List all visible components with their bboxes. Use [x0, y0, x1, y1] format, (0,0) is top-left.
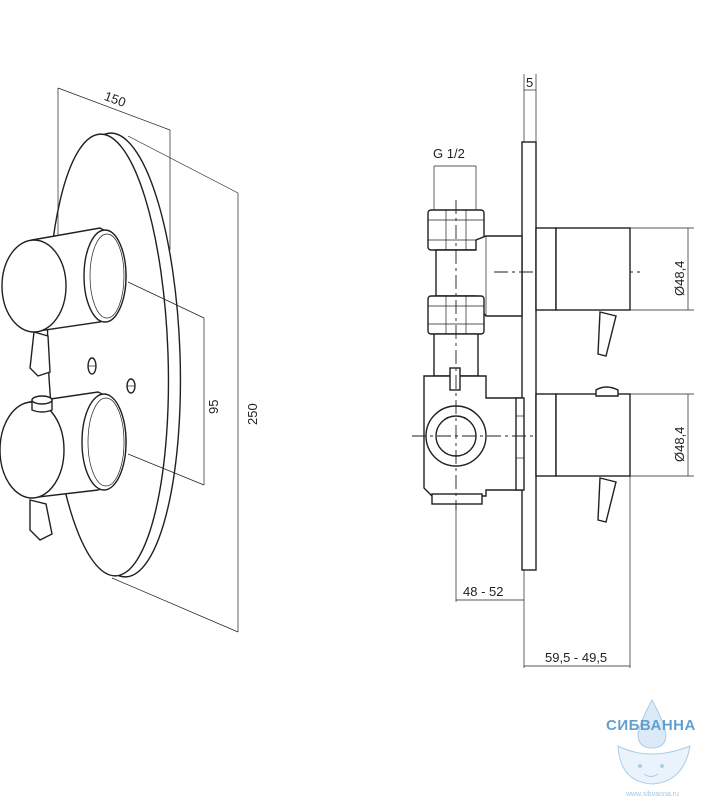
watermark-logo: СИБВАННА www.sibvanna.ru — [606, 698, 696, 798]
dim-diameter-bottom: Ø48,4 — [630, 393, 694, 477]
dim-wall-depth: 48 - 52 — [455, 506, 525, 668]
dim-150: 150 — [57, 87, 171, 250]
dim-5: 5 — [523, 74, 537, 150]
top-handle — [1, 227, 127, 333]
perspective-view: 150 250 95 — [0, 87, 260, 633]
side-bottom-handle — [535, 386, 631, 523]
dim-wall-depth-label: 48 - 52 — [463, 584, 503, 599]
dim-thread-label: G 1/2 — [433, 146, 465, 161]
dim-projection: 59,5 - 49,5 — [524, 476, 631, 668]
dim-150-label: 150 — [102, 88, 128, 110]
bottom-handle — [0, 391, 127, 499]
side-view: 5 G 1/2 — [412, 74, 694, 668]
dim-250: 250 — [111, 135, 260, 633]
side-top-handle — [535, 227, 631, 357]
dim-thread: G 1/2 — [433, 146, 477, 210]
dim-diameter-top-label: Ø48,4 — [672, 261, 687, 296]
watermark-brand: СИБВАННА — [606, 717, 696, 734]
dim-95: 95 — [127, 281, 221, 486]
dim-250-label: 250 — [245, 403, 260, 425]
dim-diameter-bottom-label: Ø48,4 — [672, 427, 687, 462]
dim-95-label: 95 — [206, 400, 221, 414]
dim-5-label: 5 — [526, 75, 533, 90]
watermark-url: www.sibvanna.ru — [625, 791, 679, 798]
dim-diameter-top: Ø48,4 — [630, 227, 694, 311]
dim-projection-label: 59,5 - 49,5 — [545, 650, 607, 665]
